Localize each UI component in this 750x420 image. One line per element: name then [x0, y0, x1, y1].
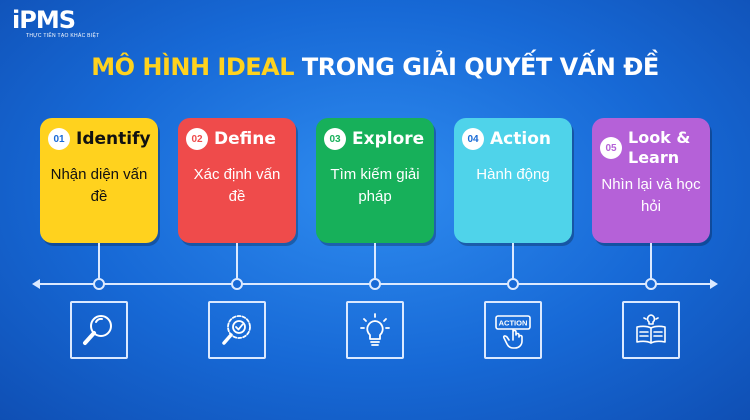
title-rest: TRONG GIẢI QUYẾT VẤN ĐỀ — [294, 53, 659, 81]
step-number: 01 — [48, 128, 70, 150]
title-highlight: MÔ HÌNH IDEAL — [91, 53, 295, 81]
timeline-node — [369, 278, 381, 290]
timeline-node — [231, 278, 243, 290]
step-title: Action — [490, 128, 551, 149]
logo: iPMS THỰC TIỄN TẠO KHÁC BIỆT — [12, 8, 100, 39]
step-number: 02 — [186, 128, 208, 150]
connector-stem — [512, 243, 514, 283]
step-number: 03 — [324, 128, 346, 150]
logo-tagline: THỰC TIỄN TẠO KHÁC BIỆT — [26, 33, 100, 39]
open-book-icon — [622, 301, 680, 359]
timeline-arrow-right-icon — [710, 279, 718, 289]
step-card-explore: 03 Explore Tìm kiếm giải pháp — [316, 118, 434, 243]
step-description: Nhận diện vấn đề — [50, 166, 148, 205]
action-icon-label: ACTION — [499, 319, 528, 328]
timeline-node — [507, 278, 519, 290]
lightbulb-icon — [346, 301, 404, 359]
timeline-arrow-left-icon — [32, 279, 40, 289]
timeline-node — [93, 278, 105, 290]
timeline-node — [645, 278, 657, 290]
connector-stem — [374, 243, 376, 283]
step-card-define: 02 Define Xác định vấn đề — [178, 118, 296, 243]
action-button-icon: ACTION — [484, 301, 542, 359]
step-card-identify: 01 Identify Nhận diện vấn đề — [40, 118, 158, 243]
step-title: Explore — [352, 128, 425, 149]
step-card-look-learn: 05 Look & Learn Nhìn lại và học hỏi — [592, 118, 710, 243]
target-search-icon — [208, 301, 266, 359]
connector-stem — [98, 243, 100, 283]
step-title: Look & Learn — [628, 128, 691, 167]
magnifier-icon — [70, 301, 128, 359]
connector-stem — [236, 243, 238, 283]
step-description: Nhìn lại và học hỏi — [601, 176, 701, 215]
page-title: MÔ HÌNH IDEAL TRONG GIẢI QUYẾT VẤN ĐỀ — [0, 53, 750, 81]
logo-mark: iPMS — [12, 6, 76, 34]
step-description: Tìm kiếm giải pháp — [330, 166, 420, 205]
step-title: Identify — [76, 128, 151, 149]
step-description: Hành động — [476, 166, 550, 183]
step-number: 04 — [462, 128, 484, 150]
step-title: Define — [214, 128, 276, 149]
step-description: Xác định vấn đề — [193, 166, 281, 205]
step-number: 05 — [600, 137, 622, 159]
step-card-action: 04 Action Hành động — [454, 118, 572, 243]
connector-stem — [650, 243, 652, 283]
